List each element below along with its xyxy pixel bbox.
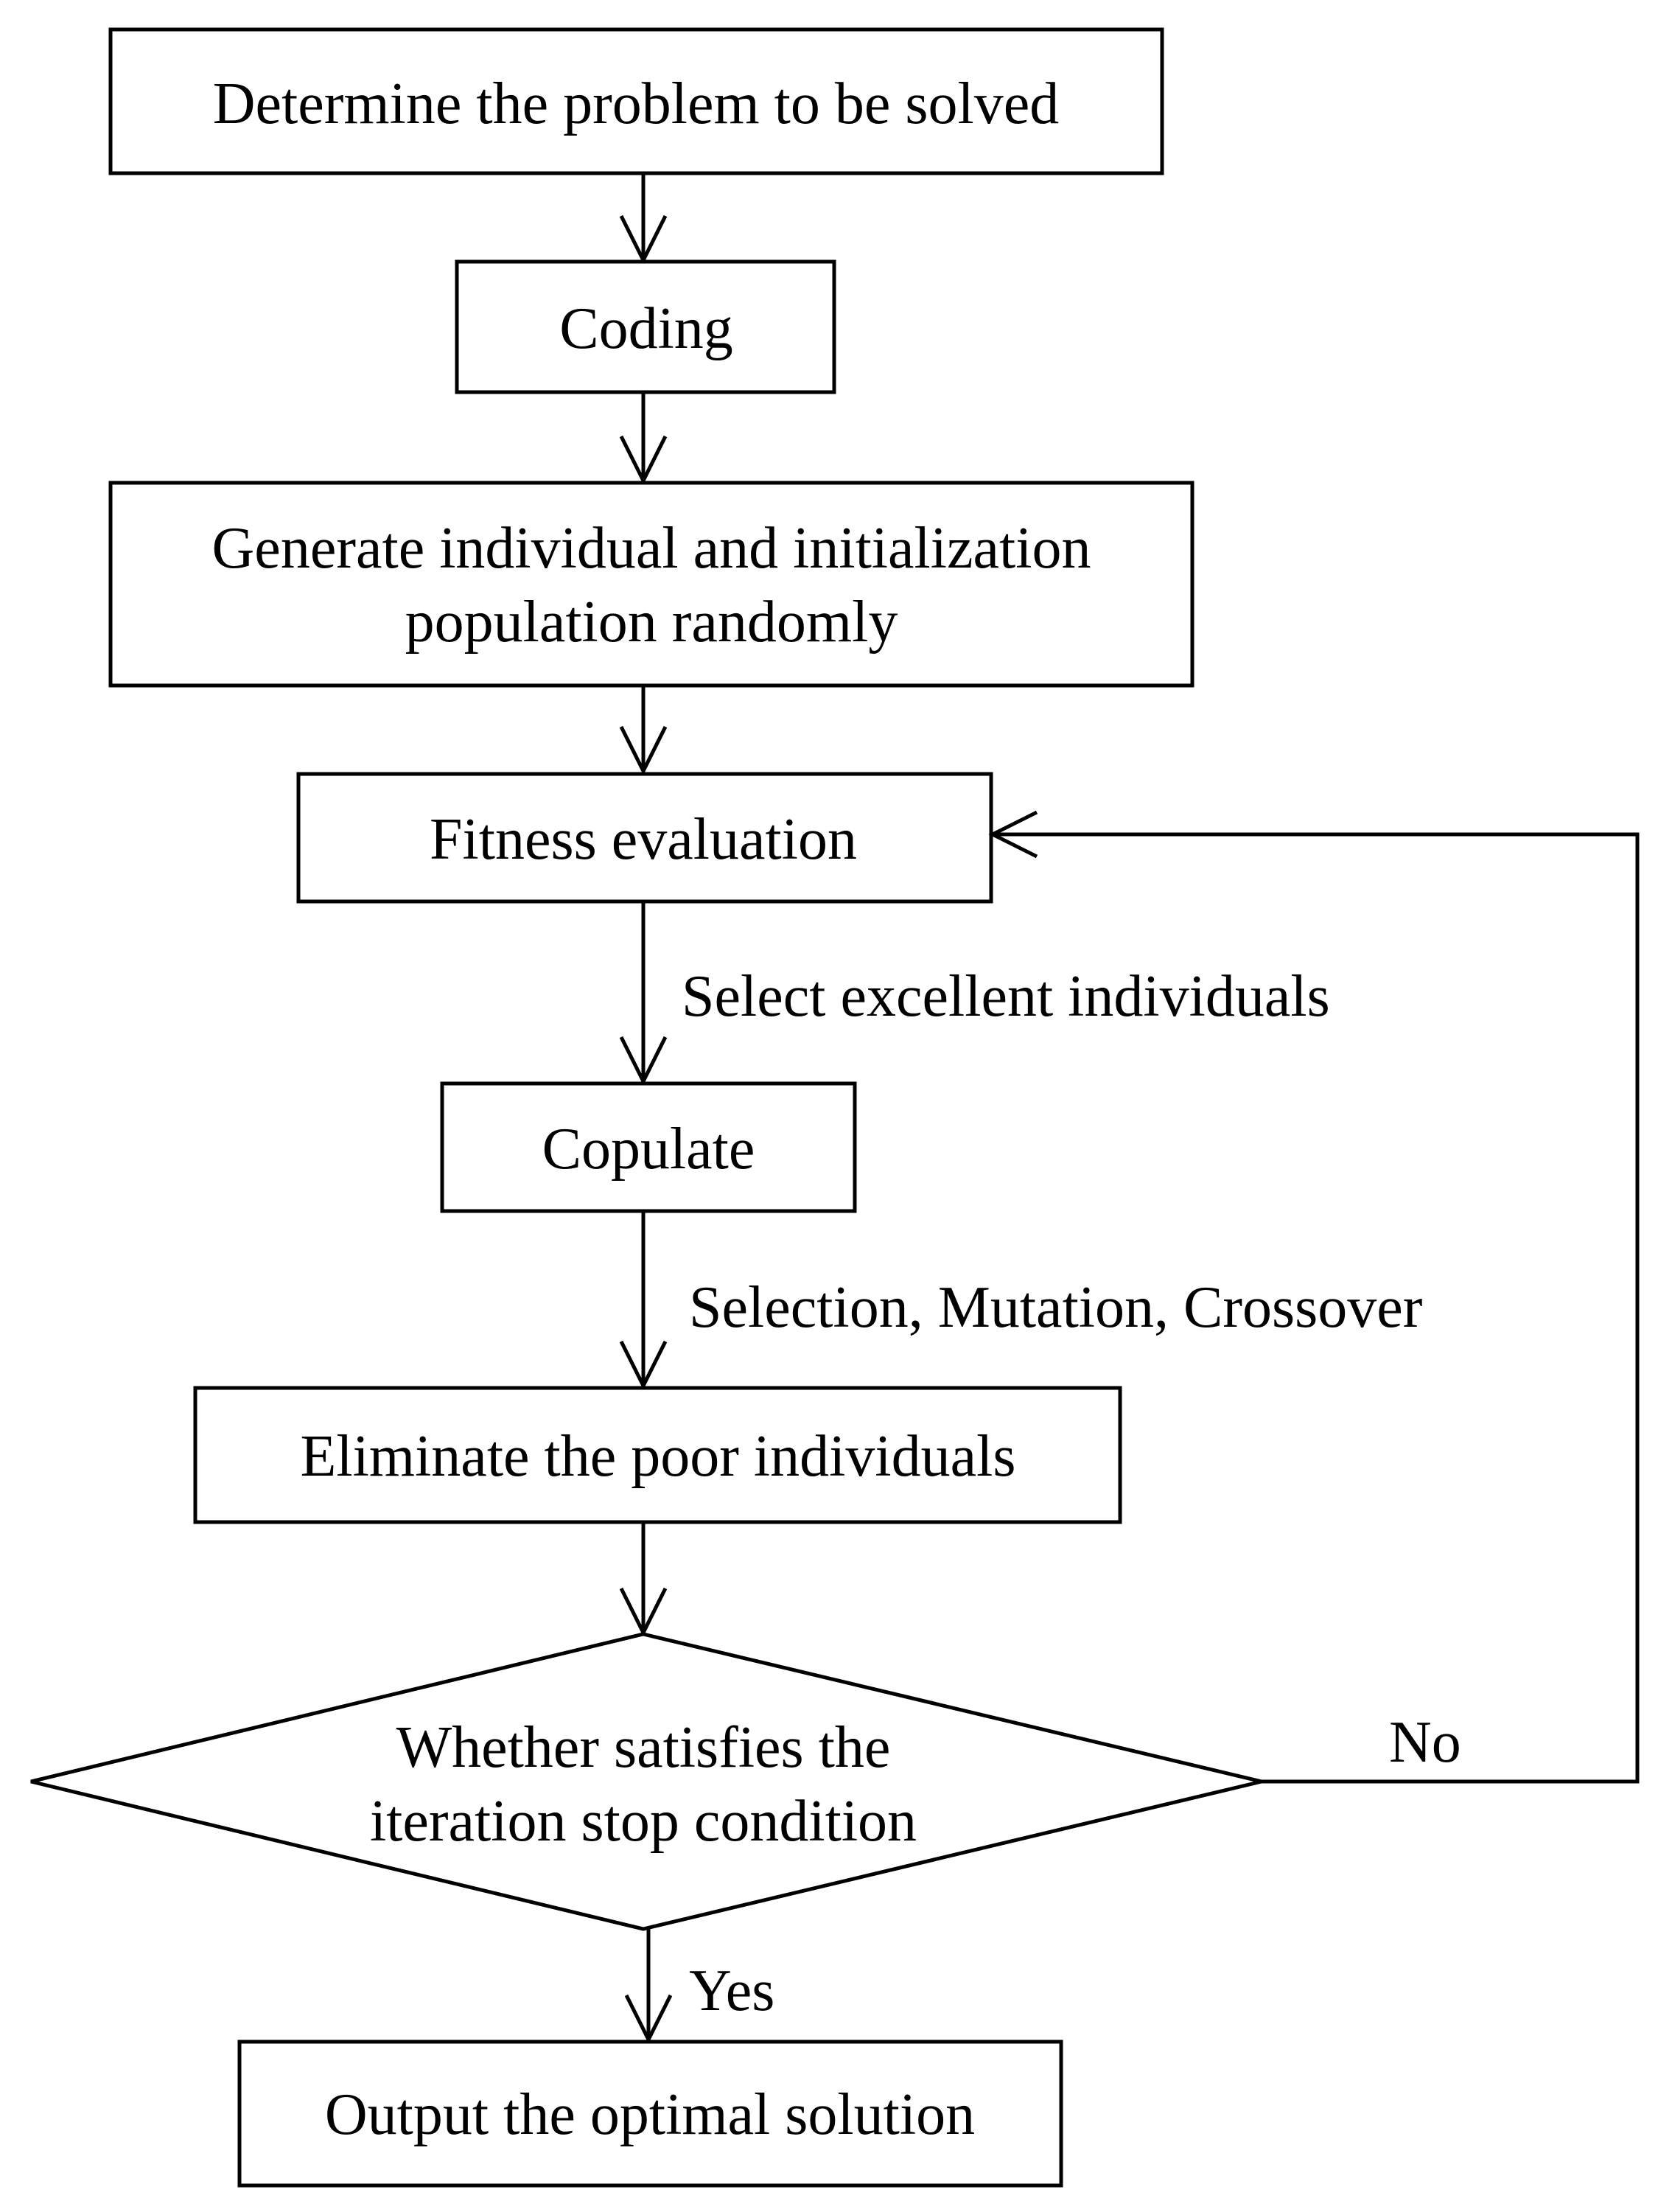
decision-label-line1: Whether satisfies the [396,1715,891,1780]
decision-diamond [30,1632,1262,1931]
operators-label: Selection, Mutation, Crossover [689,1275,1422,1340]
copulate-box [440,1081,857,1213]
coding-label: Coding [559,296,733,361]
yes-label: Yes [689,1958,774,2023]
determine-problem-box [108,27,1164,175]
decision-label-line2: iteration stop condition [370,1789,917,1854]
arrowhead-eliminate [619,1340,668,1390]
arrowhead-output [624,1994,673,2044]
arrowhead-fitness [619,725,668,775]
no-label: No [1389,1710,1461,1775]
generate-population-label-line1: Generate individual and initialization [212,516,1091,581]
eliminate-label: Eliminate the poor individuals [301,1424,1016,1489]
output-label: Output the optimal solution [325,2082,975,2147]
arrowhead-generate [619,435,668,485]
eliminate-box [193,1386,1122,1524]
generate-population-box [108,481,1194,688]
output-box [237,2040,1063,2188]
coding-box [455,259,836,394]
copulate-label: Copulate [542,1117,755,1182]
arrowhead-copulate [619,1036,668,1086]
fitness-evaluation-label: Fitness evaluation [430,807,857,872]
fitness-evaluation-box [296,772,993,904]
generate-population-label-line2: population randomly [405,590,898,655]
determine-problem-label: Determine the problem to be solved [213,71,1060,136]
select-excellent-label: Select excellent individuals [682,964,1330,1029]
arrowhead-no-loop [988,810,1038,859]
arrow-no-loop-back [993,832,1640,1784]
